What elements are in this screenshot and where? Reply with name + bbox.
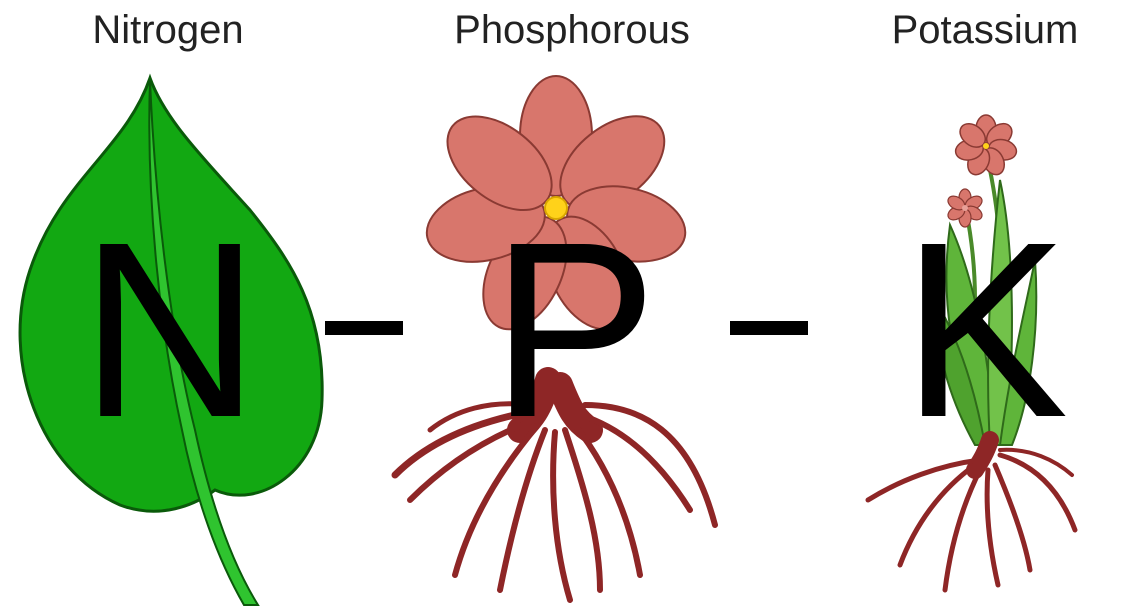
separator-dash (730, 321, 808, 335)
potassium-symbol: K (902, 205, 1069, 455)
nitrogen-heading: Nitrogen (92, 8, 243, 53)
phosphorous-heading: Phosphorous (454, 8, 690, 53)
phosphorous-symbol: P (491, 205, 658, 455)
separator-dash (325, 321, 403, 335)
nitrogen-symbol: N (80, 205, 261, 455)
potassium-heading: Potassium (892, 8, 1079, 53)
